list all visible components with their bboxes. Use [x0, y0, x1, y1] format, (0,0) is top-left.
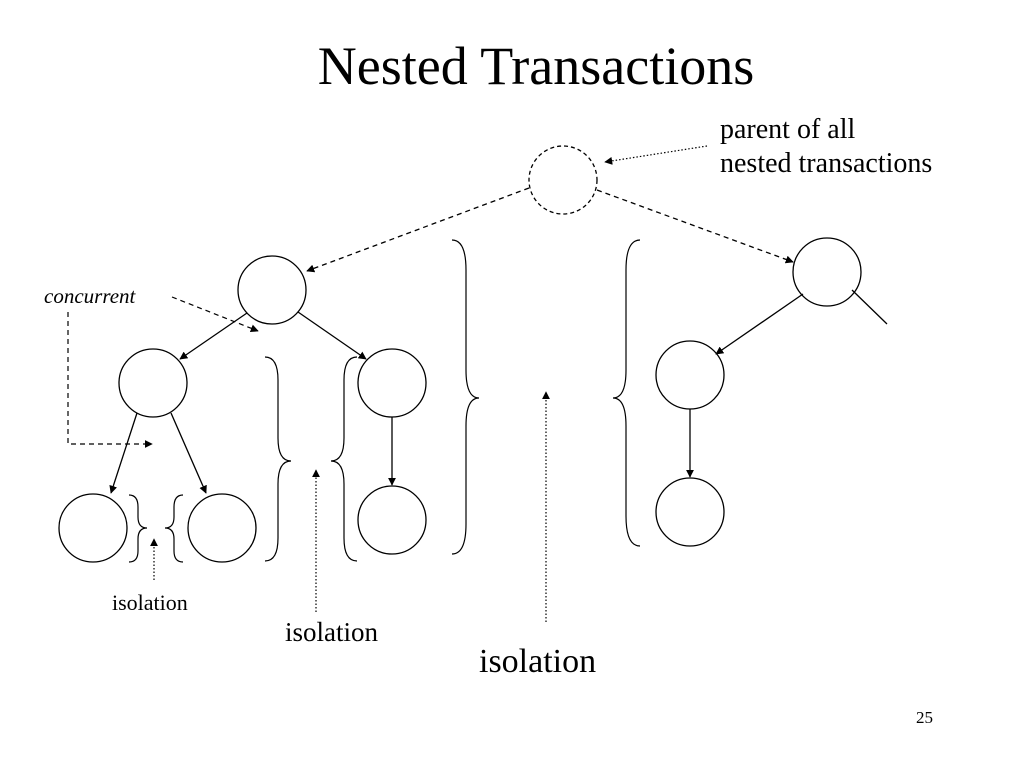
concurrent-pointer-lower — [67, 312, 153, 448]
brace-small-left — [128, 494, 148, 563]
concurrent-label: concurrent — [44, 284, 136, 308]
brace-small-right — [164, 494, 184, 563]
parent-note: parent of all nested transactions — [720, 114, 932, 182]
brace-medium-right — [330, 356, 358, 562]
root-to-left-edge — [306, 187, 530, 273]
parent-note-pointer — [604, 145, 708, 165]
slide-title: Nested Transactions — [317, 36, 755, 96]
root-transaction-node — [528, 145, 598, 215]
isolation-label-large: isolation — [479, 643, 597, 680]
brace-large-right — [612, 239, 641, 547]
page-number: 25 — [916, 708, 933, 727]
edge-right-to-rightchild — [715, 293, 804, 355]
brace-large-left — [451, 239, 480, 555]
left-right-node — [357, 348, 427, 418]
leaf-node-3 — [357, 485, 427, 555]
leaf-node-2 — [187, 493, 257, 563]
brace-medium-left — [264, 356, 292, 562]
leaf-node-1 — [58, 493, 128, 563]
concurrent-pointer-upper — [171, 296, 259, 333]
isolation-label-small: isolation — [112, 590, 188, 615]
edge-leftleft-to-leaf1 — [109, 412, 138, 494]
right-subtree-node — [792, 237, 862, 307]
left-left-node — [118, 348, 188, 418]
edge-left-to-leftleft — [179, 312, 248, 360]
parent-note-line1: parent of all — [720, 114, 856, 145]
right-leaf-node — [655, 477, 725, 547]
edge-left-to-leftright — [297, 311, 367, 360]
edge-right-offslide — [851, 289, 888, 325]
edge-leftleft-to-leaf2 — [170, 412, 207, 494]
isolation-label-medium: isolation — [285, 617, 378, 647]
parent-note-line2: nested transactions — [720, 148, 933, 179]
root-to-right-edge — [596, 189, 794, 264]
right-child-node — [655, 340, 725, 410]
left-subtree-node — [237, 255, 307, 325]
